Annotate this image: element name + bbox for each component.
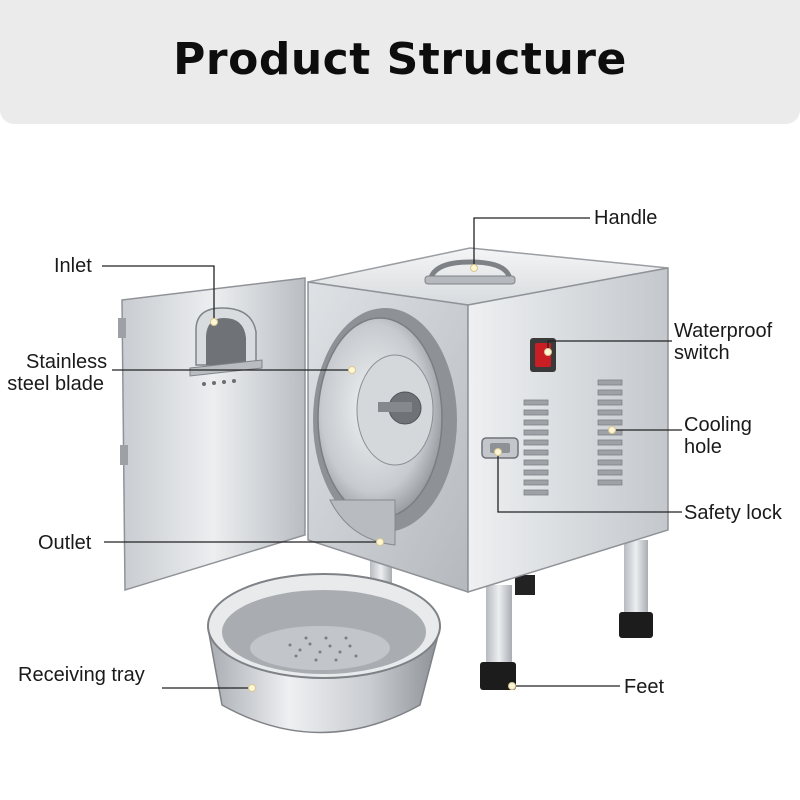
leader-safety-lock <box>497 452 682 513</box>
label-switch-line2: switch <box>674 342 730 364</box>
label-safety-lock: Safety lock <box>684 502 782 524</box>
label-switch-line1: Waterproof <box>674 320 773 342</box>
foot-front-left <box>480 662 516 690</box>
receiving-tray <box>207 573 441 734</box>
leg-front-left <box>486 585 512 665</box>
label-stainless-steel-blade: Stainless steel blade <box>7 351 108 395</box>
leader-lines <box>102 217 682 689</box>
legs <box>370 535 653 690</box>
label-cooling-line1: Cooling <box>684 414 752 436</box>
title-banner: Product Structure <box>0 0 800 124</box>
page-title: Product Structure <box>173 34 627 85</box>
label-feet: Feet <box>624 676 665 698</box>
label-blade-line2: steel blade <box>7 373 104 395</box>
label-outlet: Outlet <box>38 532 92 554</box>
leader-handle <box>473 217 590 268</box>
label-handle: Handle <box>594 207 658 229</box>
door <box>118 277 306 592</box>
label-receiving-tray: Receiving tray <box>18 664 145 686</box>
waterproof-switch <box>530 338 556 372</box>
label-waterproof-switch: Waterproof switch <box>674 320 772 364</box>
label-cooling-hole: Cooling hole <box>684 414 752 458</box>
leader-inlet <box>102 265 215 322</box>
anchor-dots <box>210 264 616 692</box>
label-blade-line1: Stainless <box>26 351 108 373</box>
inlet-hopper <box>189 307 263 377</box>
blade-housing <box>313 308 457 546</box>
foot-front-right <box>619 612 653 638</box>
handle <box>424 259 516 285</box>
label-inlet: Inlet <box>54 255 92 277</box>
machine-body <box>307 247 669 594</box>
label-cooling-line2: hole <box>684 436 722 458</box>
leg-front-right <box>624 540 648 615</box>
foot-back <box>515 575 535 595</box>
